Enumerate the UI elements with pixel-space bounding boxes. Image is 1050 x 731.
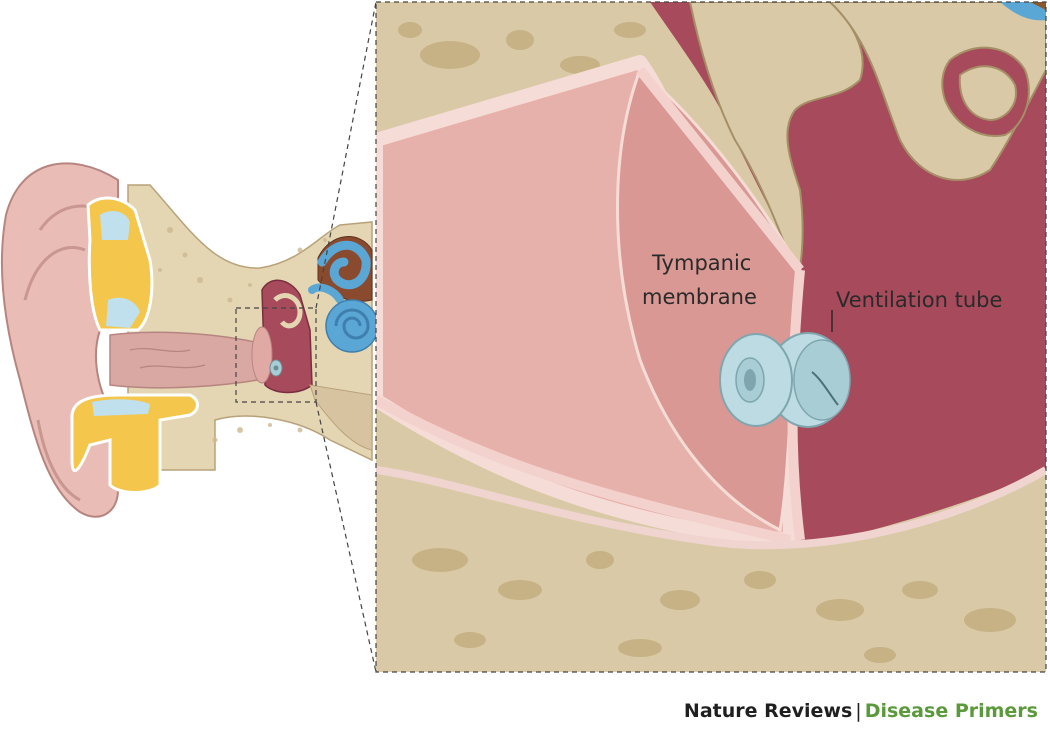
ossicles [688,2,1046,284]
magnified-panel: Tympanic membrane Ventilation tube [375,1,1047,673]
bone-pores [158,227,327,443]
label-tympanic-membrane-line2: membrane [642,285,757,309]
bone-bottom [376,470,1046,672]
credit-series: Disease Primers [864,700,1038,722]
label-ventilation-tube: Ventilation tube [836,288,1002,312]
ear-overview [0,1,379,673]
ear-canal [109,331,271,389]
credit-separator: | [855,700,862,722]
ventilation-tube [719,332,851,428]
bone-pores-bottom [412,548,1016,663]
label-tympanic-membrane-line1: Tympanic [651,251,751,275]
credit-journal: Nature Reviews [683,700,853,722]
inner-ear [308,236,379,353]
publication-credit: Nature Reviews|Disease Primers [684,700,1038,722]
zoom-region [235,307,317,403]
cartilage-lower [70,393,199,494]
